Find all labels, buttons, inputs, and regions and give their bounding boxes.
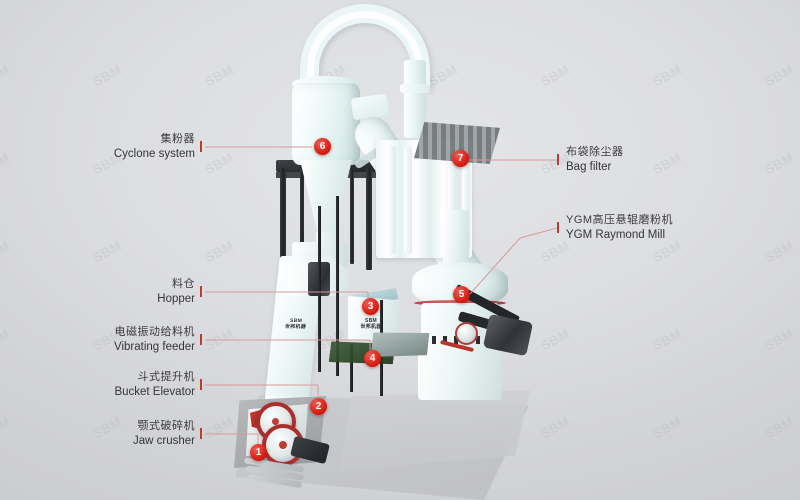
- cyclone-support-leg: [350, 168, 354, 264]
- label-cn-text: 集粉器: [160, 133, 195, 145]
- label-jaw-crusher: 颚式破碎机 Jaw crusher: [20, 420, 195, 449]
- brand-line-2: 世邦机器: [360, 324, 382, 331]
- marker-5-raymond-mill[interactable]: 5: [453, 286, 470, 303]
- label-cyclone-system: 集粉器 Cyclone system: [30, 133, 195, 162]
- label-tick: [200, 334, 202, 345]
- bag-filter-pipe: [462, 152, 470, 252]
- mill-feed-pipe: [443, 210, 469, 268]
- bag-filter-pipe: [448, 150, 456, 254]
- marker-6-cyclone[interactable]: 6: [314, 138, 331, 155]
- raymond-mill-base: [418, 344, 502, 400]
- brand-line-1: SBM: [364, 318, 377, 324]
- label-raymond-mill: YGM高压悬辊磨粉机 YGM Raymond Mill: [566, 214, 796, 243]
- air-duct-downpipe: [404, 60, 426, 138]
- cyclone-support-leg: [300, 168, 304, 264]
- label-tick: [557, 222, 559, 233]
- label-tick: [557, 154, 559, 165]
- marker-4-vibrating-feeder[interactable]: 4: [364, 350, 381, 367]
- label-en-text: Jaw crusher: [133, 434, 195, 447]
- label-bucket-elevator: 斗式提升机 Bucket Elevator: [20, 371, 195, 400]
- support-rod: [336, 196, 339, 376]
- label-tick: [200, 141, 202, 152]
- label-tick: [200, 286, 202, 297]
- marker-2-bucket-elevator[interactable]: 2: [310, 398, 327, 415]
- label-cn-text: 颚式破碎机: [137, 420, 195, 432]
- marker-7-bag-filter[interactable]: 7: [452, 150, 469, 167]
- equipment-brand-plate: SBM 世邦机器: [356, 318, 386, 331]
- air-duct-collar: [400, 84, 430, 93]
- label-cn-text: YGM高压悬辊磨粉机: [566, 214, 674, 226]
- cyclone-support-leg: [280, 168, 286, 270]
- label-en-text: Bucket Elevator: [114, 385, 195, 398]
- label-cn-text: 斗式提升机: [137, 371, 195, 383]
- label-en-text: Bag filter: [566, 160, 612, 173]
- flywheel-hub: [272, 418, 279, 425]
- support-rod: [318, 206, 321, 372]
- label-bag-filter: 布袋除尘器 Bag filter: [566, 146, 786, 175]
- label-tick: [200, 379, 202, 390]
- label-en-text: Cyclone system: [113, 147, 195, 160]
- label-cn-text: 料仓: [172, 278, 195, 290]
- marker-1-jaw-crusher[interactable]: 1: [250, 444, 267, 461]
- flywheel-hub: [279, 441, 287, 449]
- label-cn-text: 电磁振动给料机: [114, 326, 195, 338]
- label-tick: [200, 428, 202, 439]
- ground-platform-secondary: [340, 390, 530, 470]
- marker-3-hopper[interactable]: 3: [362, 298, 379, 315]
- label-en-text: YGM Raymond Mill: [566, 228, 666, 241]
- label-en-text: Hopper: [157, 292, 195, 305]
- cyclone-support-leg: [366, 168, 372, 270]
- label-hopper: 料仓 Hopper: [30, 278, 195, 307]
- label-vibrating-feeder: 电磁振动给料机 Vibrating feeder: [20, 326, 195, 355]
- support-rod: [350, 344, 353, 392]
- bag-filter-pipe: [388, 146, 396, 254]
- label-cn-text: 布袋除尘器: [566, 146, 624, 158]
- bag-filter-pipe: [404, 146, 412, 254]
- raymond-mill-pressure-gauge: [455, 322, 478, 345]
- label-en-text: Vibrating feeder: [114, 340, 195, 353]
